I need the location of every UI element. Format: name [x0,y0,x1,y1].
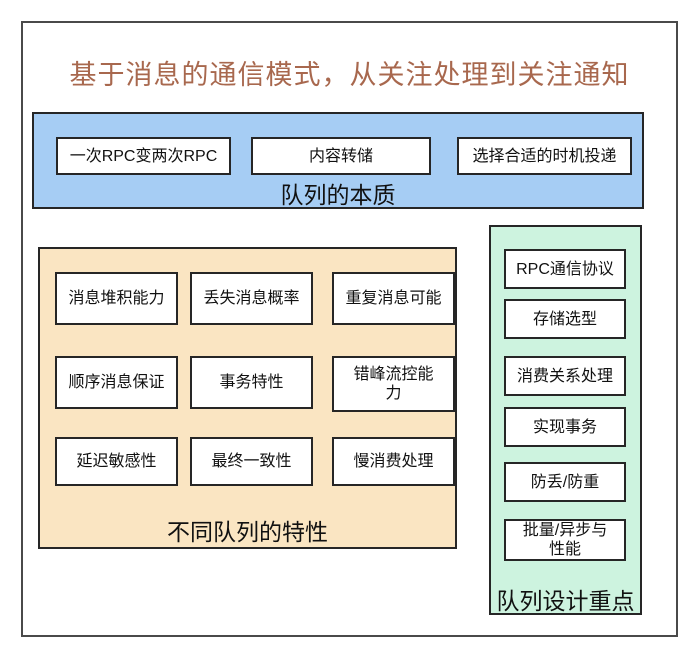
panel-queue-essence: 一次RPC变两次RPC 内容转储 选择合适的时机投递 队列的本质 [32,112,644,209]
node-batch-async-performance: 批量/异步与 性能 [504,519,626,561]
node-transaction-property: 事务特性 [190,356,313,409]
node-anti-loss-anti-duplicate: 防丢/防重 [504,462,626,502]
node-message-ordering: 顺序消息保证 [55,356,178,409]
label-queue-characteristics: 不同队列的特性 [167,519,328,545]
label-queue-essence: 队列的本质 [280,182,396,208]
node-content-store: 内容转储 [251,137,431,175]
node-peak-flow-control: 错峰流控能 力 [332,356,455,412]
node-storage-selection: 存储选型 [504,299,626,339]
node-rpc-protocol: RPC通信协议 [504,249,626,289]
label-queue-design-focus: 队列设计重点 [496,588,635,614]
node-message-loss-probability: 丢失消息概率 [190,272,313,325]
node-rpc-once-to-twice: 一次RPC变两次RPC [56,137,231,175]
node-delivery-timing: 选择合适的时机投递 [457,137,632,175]
node-implement-transaction: 实现事务 [504,407,626,447]
node-duplicate-message: 重复消息可能 [332,272,455,325]
diagram-title: 基于消息的通信模式，从关注处理到关注通知 [69,60,630,90]
diagram-outer-frame: 基于消息的通信模式，从关注处理到关注通知 一次RPC变两次RPC 内容转储 选择… [21,21,678,637]
panel-queue-characteristics: 消息堆积能力 丢失消息概率 重复消息可能 顺序消息保证 事务特性 错峰流控能 力… [38,247,457,549]
node-latency-sensitivity: 延迟敏感性 [55,437,178,486]
node-message-accumulation: 消息堆积能力 [55,272,178,325]
node-slow-consumer-handling: 慢消费处理 [332,437,455,486]
node-eventual-consistency: 最终一致性 [190,437,313,486]
panel-queue-design-focus: RPC通信协议 存储选型 消费关系处理 实现事务 防丢/防重 批量/异步与 性能… [489,225,642,615]
node-consume-relation-handling: 消费关系处理 [504,356,626,396]
